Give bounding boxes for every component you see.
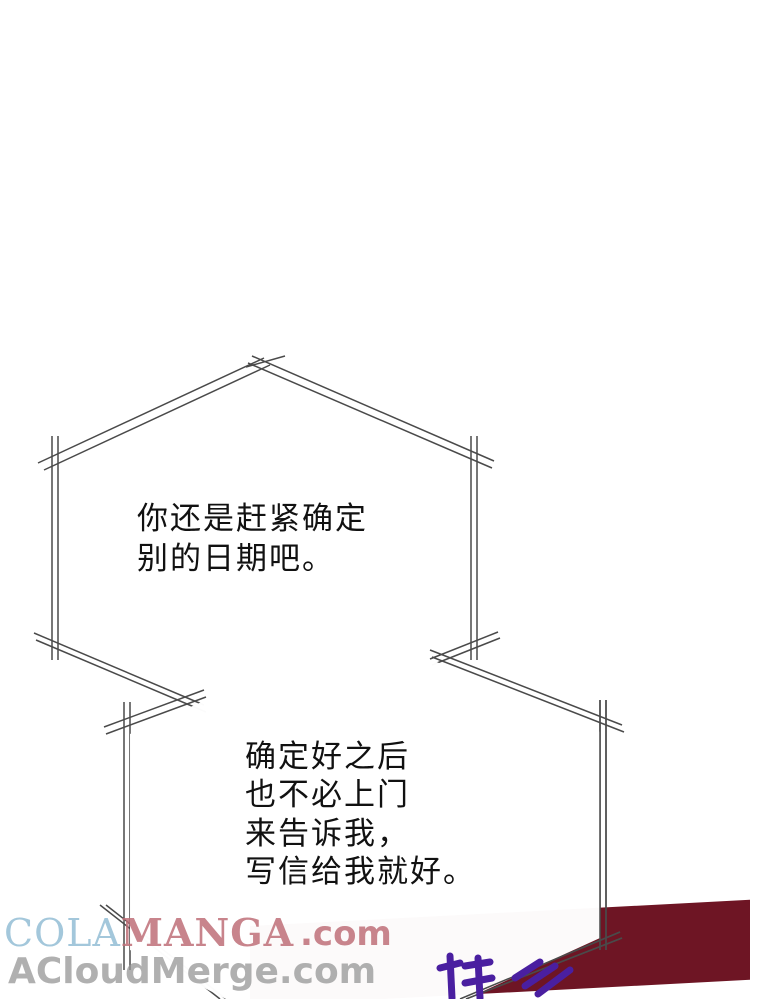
watermark-site: ACloudMerge.com — [8, 951, 377, 992]
speech-line: 别的日期吧。 — [137, 540, 335, 577]
speech-line: 你还是赶紧确定 — [137, 501, 368, 537]
speech-bubble-top-text: 你还是赶紧确定 别的日期吧。 — [137, 500, 368, 579]
speech-line: 来告诉我， — [245, 815, 410, 852]
speech-line: 确定好之后 — [245, 739, 410, 775]
watermark-brand: COLAMANGA — [4, 910, 294, 955]
speech-line: 写信给我就好。 — [245, 854, 476, 891]
speech-bubble-bottom-text: 确定好之后 也不必上门 来告诉我， 写信给我就好。 — [245, 738, 476, 892]
watermark-brand-part-a: COLA — [4, 911, 121, 955]
watermark-domain: .com — [300, 914, 392, 954]
speech-line: 也不必上门 — [245, 777, 410, 814]
bottom-bubble-fill — [130, 660, 600, 999]
sound-effect-brush-strokes — [436, 952, 574, 999]
watermark-brand-part-b: MANGA — [120, 910, 295, 955]
